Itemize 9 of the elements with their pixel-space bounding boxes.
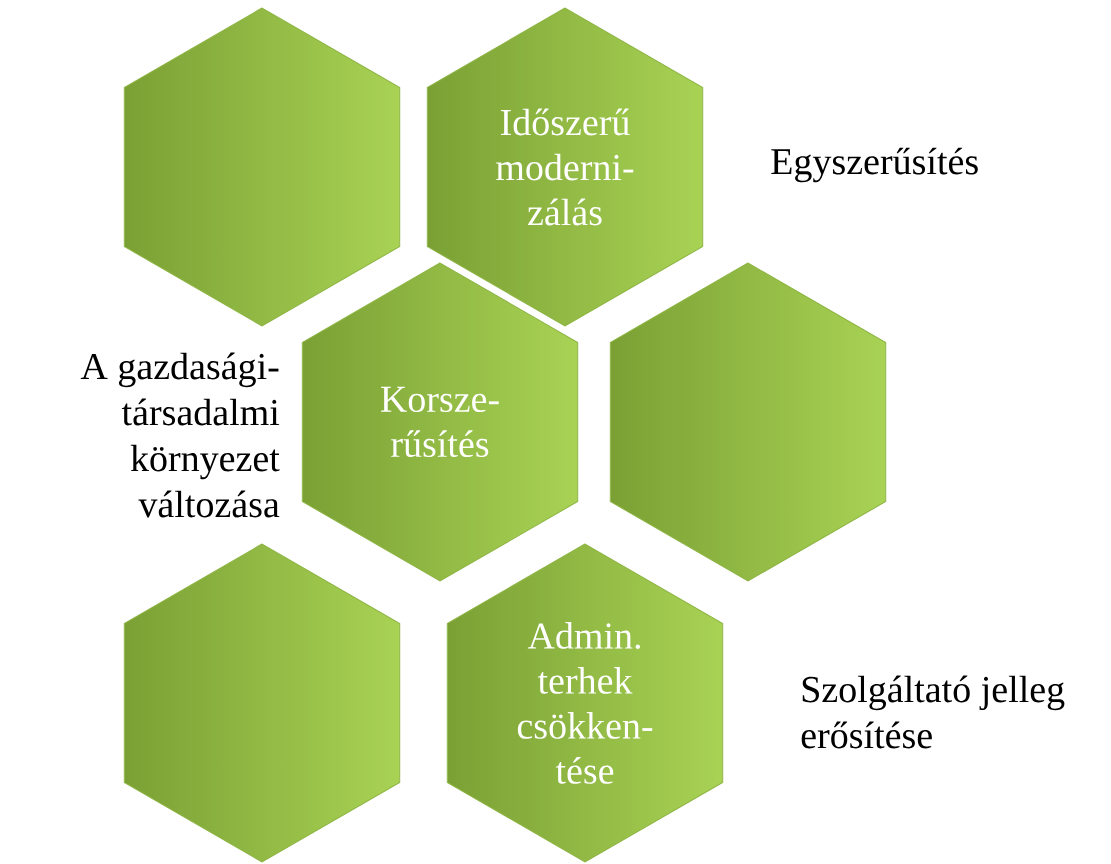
hexagon: Admin. terhek csökken-tése xyxy=(446,543,724,863)
hexagon: Korsze-rűsítés xyxy=(301,262,579,582)
side-label: A gazdasági-társadalmi környezet változása xyxy=(80,352,280,518)
side-label: Egyszerűsítés xyxy=(771,147,978,183)
empty-hexagon xyxy=(123,7,401,327)
empty-hexagon xyxy=(123,543,401,863)
empty-hexagon xyxy=(609,262,887,582)
hexagon: Időszerű moderni-zálás xyxy=(426,7,704,327)
side-label: Szolgáltató jelleg erősítése xyxy=(801,675,1065,749)
